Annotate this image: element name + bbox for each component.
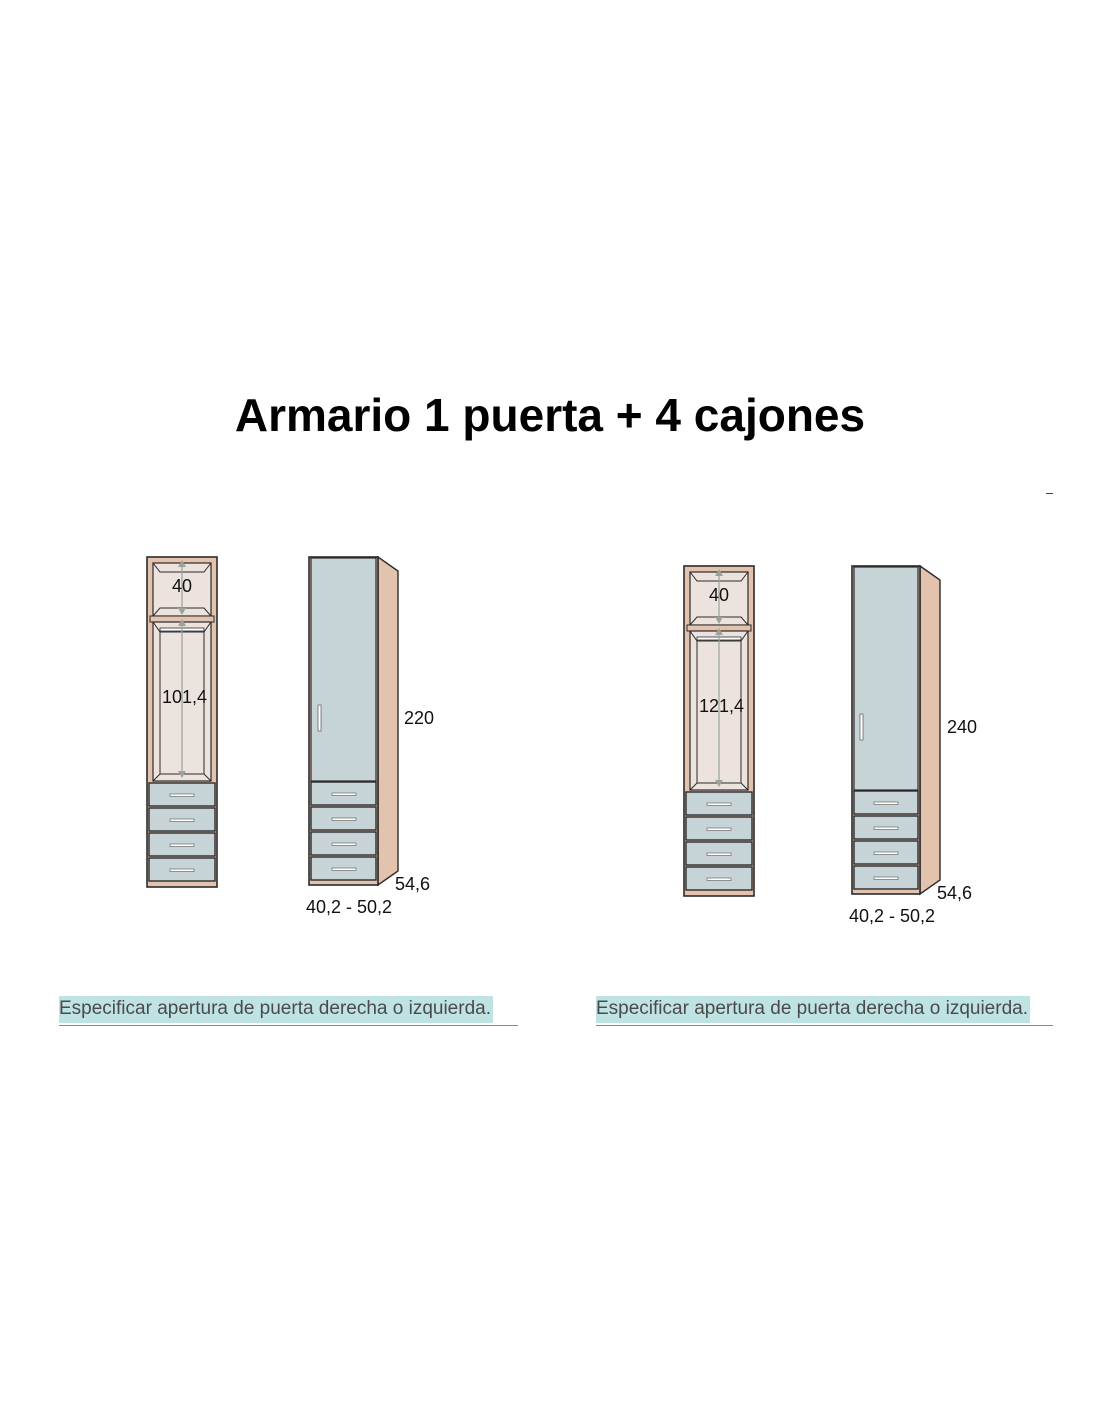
dimension-depth: 54,6 bbox=[395, 874, 431, 894]
drawer-handle bbox=[169, 818, 195, 822]
arrow-head-up bbox=[178, 560, 186, 567]
drawer-handle bbox=[706, 877, 732, 881]
door-handle bbox=[859, 713, 864, 741]
drawer-handle bbox=[873, 826, 899, 830]
interior-view-220 bbox=[146, 556, 218, 888]
arrow-head-up bbox=[715, 628, 723, 635]
side-panel bbox=[919, 564, 941, 896]
page-title: Armario 1 puerta + 4 cajones bbox=[234, 389, 866, 441]
drawer-handle bbox=[706, 852, 732, 856]
door-handle bbox=[317, 704, 322, 732]
arrow-head-down bbox=[715, 780, 723, 787]
arrow-head-up bbox=[178, 619, 186, 626]
arrow-head-up bbox=[715, 569, 723, 576]
arrow-head-down bbox=[715, 617, 723, 624]
dimension-depth: 54,6 bbox=[937, 883, 973, 903]
arrow-head-down bbox=[178, 608, 186, 615]
decorative-tick bbox=[1046, 493, 1053, 494]
drawer-handle bbox=[331, 842, 357, 846]
drawer-handle bbox=[169, 843, 195, 847]
door-opening-note: Especificar apertura de puerta derecha o… bbox=[596, 996, 1053, 1026]
closed-view-220 bbox=[308, 555, 399, 887]
dimension-interior-lower: 121,4 bbox=[699, 696, 745, 716]
drawer-handle bbox=[706, 827, 732, 831]
drawer-handle bbox=[331, 867, 357, 871]
closed-view-240 bbox=[851, 564, 941, 896]
interior-view-240 bbox=[683, 565, 755, 897]
dimension-width: 40,2 - 50,2 bbox=[306, 897, 393, 917]
drawer-handle bbox=[169, 868, 195, 872]
door-opening-note: Especificar apertura de puerta derecha o… bbox=[59, 996, 518, 1026]
door bbox=[310, 557, 377, 782]
dimension-height: 240 bbox=[947, 717, 978, 737]
drawer-handle bbox=[873, 876, 899, 880]
drawer-handle bbox=[331, 817, 357, 821]
dimension-interior-lower: 101,4 bbox=[162, 687, 208, 707]
door bbox=[853, 566, 919, 791]
drawer-handle bbox=[169, 793, 195, 797]
drawer-handle bbox=[331, 792, 357, 796]
drawer-handle bbox=[706, 802, 732, 806]
dimension-width: 40,2 - 50,2 bbox=[849, 906, 936, 926]
dimension-interior-upper: 40 bbox=[172, 576, 193, 596]
dimension-height: 220 bbox=[404, 708, 435, 728]
drawer-handle bbox=[873, 851, 899, 855]
drawer-handle bbox=[873, 801, 899, 805]
dimension-interior-upper: 40 bbox=[709, 585, 730, 605]
arrow-head-down bbox=[178, 771, 186, 778]
note-text: Especificar apertura de puerta derecha o… bbox=[596, 996, 1030, 1023]
note-text: Especificar apertura de puerta derecha o… bbox=[59, 996, 493, 1023]
